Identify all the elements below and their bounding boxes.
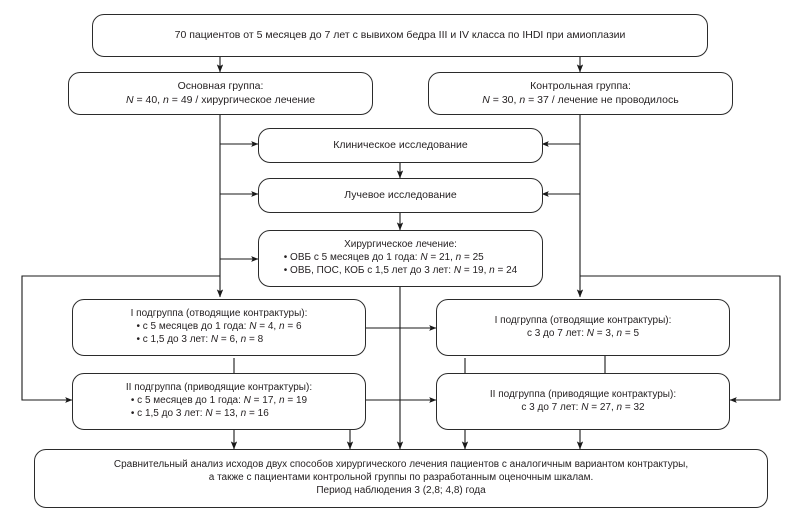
node-comparative-analysis: Сравнительный анализ исходов двух способ… [34,449,768,508]
control-group-label: Контрольная группа: [530,80,631,93]
subgroup-2-left-bullet: • с 5 месяцев до 1 года: N = 17, n = 19 [130,395,308,407]
comparative-analysis-line: Сравнительный анализ исходов двух способ… [113,459,689,471]
radiological-study-text: Лучевое исследование [344,188,457,201]
comparative-analysis-line: Период наблюдения 3 (2,8; 4,8) года [316,484,486,496]
subgroup-2-right-header: II подгруппа (приводящие контрактуры): [489,388,677,400]
comparative-analysis-line: а также с пациентами контрольной группы … [208,472,594,484]
control-group-detail: N = 30, n = 37 / лечение не проводилось [482,93,679,106]
node-subgroup-1-left: I подгруппа (отводящие контрактуры): • с… [72,299,366,356]
subgroup-2-left-header: II подгруппа (приводящие контрактуры): [125,382,313,394]
main-group-label: Основная группа: [177,80,264,93]
node-main-group: Основная группа: N = 40, n = 49 / хирург… [68,72,373,115]
node-clinical-study: Клиническое исследование [258,128,543,163]
node-surgical-treatment: Хирургическое лечение: • ОВБ с 5 месяцев… [258,230,543,287]
node-control-group: Контрольная группа: N = 30, n = 37 / леч… [428,72,733,115]
main-group-detail: N = 40, n = 49 / хирургическое лечение [125,93,316,106]
surgical-treatment-header: Хирургическое лечение: [344,239,457,251]
subgroup-1-left-header: I подгруппа (отводящие контрактуры): [130,308,308,320]
node-total-patients: 70 пациентов от 5 месяцев до 7 лет с выв… [92,14,708,57]
node-subgroup-1-right: I подгруппа (отводящие контрактуры): с 3… [436,299,730,356]
subgroup-1-left-bullet: • с 5 месяцев до 1 года: N = 4, n = 6 [136,321,302,333]
surgical-treatment-bullet: • ОВБ, ПОС, КОБ с 1,5 лет до 3 лет: N = … [283,264,518,276]
subgroup-1-right-detail: с 3 до 7 лет: N = 3, n = 5 [526,327,640,339]
node-subgroup-2-left: II подгруппа (приводящие контрактуры): •… [72,373,366,430]
subgroup-1-left-bullet: • с 1,5 до 3 лет: N = 6, n = 8 [136,333,264,345]
total-patients-text: 70 пациентов от 5 месяцев до 7 лет с выв… [174,28,626,41]
node-radiological-study: Лучевое исследование [258,178,543,213]
subgroup-2-right-detail: с 3 до 7 лет: N = 27, n = 32 [521,401,645,413]
subgroup-2-left-bullet: • с 1,5 до 3 лет: N = 13, n = 16 [130,407,269,419]
subgroup-1-right-header: I подгруппа (отводящие контрактуры): [494,314,672,326]
clinical-study-text: Клиническое исследование [333,138,468,151]
node-subgroup-2-right: II подгруппа (приводящие контрактуры): с… [436,373,730,430]
surgical-treatment-bullet: • ОВБ с 5 месяцев до 1 года: N = 21, n =… [283,252,484,264]
